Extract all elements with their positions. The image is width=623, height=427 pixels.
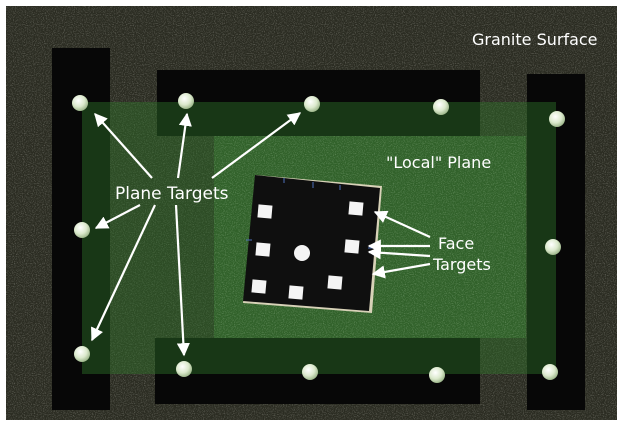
face-target-square (348, 201, 364, 216)
plane-target-arrows (91, 112, 302, 357)
face-target-arrows (367, 210, 431, 279)
circle-target-icon (74, 346, 90, 362)
face-target-square (251, 279, 267, 294)
circle-target-icon (74, 222, 90, 238)
arrow-icon (371, 262, 431, 279)
face-target-square (255, 242, 271, 257)
arrow-icon (94, 204, 141, 229)
arrow-icon (211, 112, 302, 179)
circle-target-icon (545, 239, 561, 255)
face-targets-label-line2: Targets (432, 255, 491, 274)
arrow-icon (91, 204, 156, 342)
face-target-square (257, 204, 273, 219)
face-targets-label-line1: Face (438, 234, 474, 253)
circle-target-icon (176, 361, 192, 377)
circle-target-icon (542, 364, 558, 380)
arrow-icon (94, 113, 153, 179)
plane-targets-label: Plane Targets (115, 184, 229, 204)
circle-target-icon (294, 245, 310, 261)
face-targets (251, 201, 364, 300)
circle-target-icon (302, 364, 318, 380)
arrow-icon (373, 210, 431, 239)
granite-surface-label: Granite Surface (472, 30, 598, 49)
circle-target-icon (304, 96, 320, 112)
circle-target-icon (549, 111, 565, 127)
face-target-square (344, 239, 360, 254)
plane-targets (72, 93, 565, 383)
arrow-icon (174, 204, 190, 357)
circle-target-icon (429, 367, 445, 383)
arrow-icon (176, 112, 192, 179)
test-block (243, 175, 382, 313)
circle-target-icon (72, 95, 88, 111)
local-plane-label: "Local" Plane (386, 153, 491, 172)
arrow-icon (367, 246, 431, 260)
circle-target-icon (178, 93, 194, 109)
face-target-square (288, 285, 304, 300)
block-face (243, 175, 380, 311)
face-target-square (327, 275, 343, 290)
circle-target-icon (433, 99, 449, 115)
